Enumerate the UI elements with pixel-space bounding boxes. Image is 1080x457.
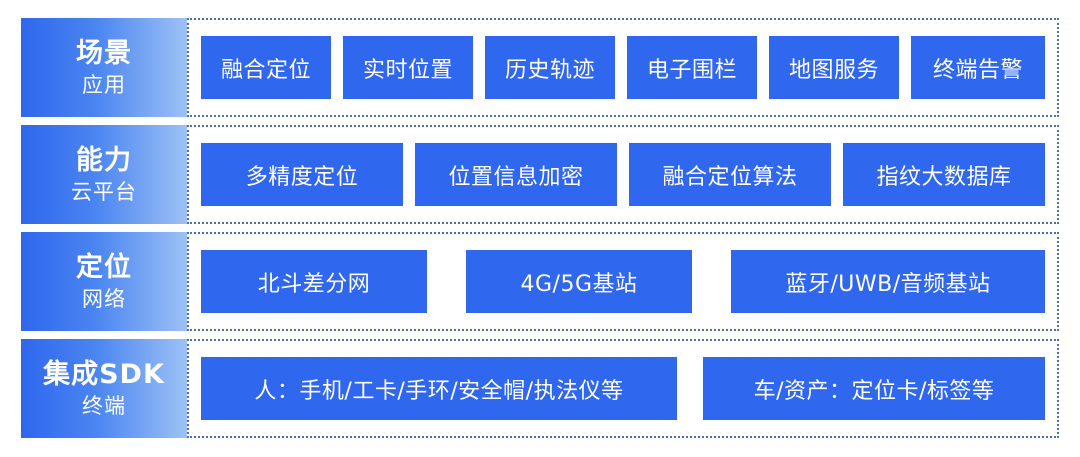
capability-box: 北斗差分网: [201, 250, 427, 313]
layer-title: 场景: [76, 37, 132, 69]
capability-box: 车/资产：定位卡/标签等: [703, 357, 1045, 420]
capability-box: 历史轨迹: [485, 36, 615, 99]
layer-subtitle: 终端: [82, 393, 126, 418]
capability-box: 融合定位算法: [629, 143, 831, 206]
capability-box: 多精度定位: [201, 143, 403, 206]
capability-box: 蓝牙/UWB/音频基站: [731, 250, 1045, 313]
layer-subtitle: 网络: [82, 286, 126, 311]
layer-title: 定位: [76, 251, 132, 283]
capability-box: 人：手机/工卡/手环/安全帽/执法仪等: [201, 357, 677, 420]
capability-box: 位置信息加密: [415, 143, 617, 206]
capability-box: 实时位置: [343, 36, 473, 99]
layer-subtitle: 云平台: [71, 179, 137, 204]
layer-positioning-network: 定位 网络 北斗差分网 4G/5G基站 蓝牙/UWB/音频基站: [21, 232, 1059, 331]
capability-box: 终端告警: [911, 36, 1045, 99]
layer-scenario-application: 场景 应用 融合定位 实时位置 历史轨迹 电子围栏 地图服务 终端告警: [21, 18, 1059, 117]
layer-panel: 融合定位 实时位置 历史轨迹 电子围栏 地图服务 终端告警: [187, 18, 1059, 117]
layer-label: 定位 网络: [21, 232, 187, 331]
layer-panel: 北斗差分网 4G/5G基站 蓝牙/UWB/音频基站: [187, 232, 1059, 331]
layer-label: 集成SDK 终端: [21, 339, 187, 438]
layer-label: 场景 应用: [21, 18, 187, 117]
layer-panel: 人：手机/工卡/手环/安全帽/执法仪等 车/资产：定位卡/标签等: [187, 339, 1059, 438]
capability-box: 电子围栏: [627, 36, 757, 99]
layer-subtitle: 应用: [82, 72, 126, 97]
capability-box: 指纹大数据库: [843, 143, 1045, 206]
layer-title: 能力: [76, 144, 132, 176]
layer-panel: 多精度定位 位置信息加密 融合定位算法 指纹大数据库: [187, 125, 1059, 224]
layer-label: 能力 云平台: [21, 125, 187, 224]
capability-box: 4G/5G基站: [466, 250, 692, 313]
capability-box: 地图服务: [769, 36, 899, 99]
layer-title: 集成SDK: [43, 358, 165, 390]
layer-capability-cloud-platform: 能力 云平台 多精度定位 位置信息加密 融合定位算法 指纹大数据库: [21, 125, 1059, 224]
layer-integrated-sdk-terminal: 集成SDK 终端 人：手机/工卡/手环/安全帽/执法仪等 车/资产：定位卡/标签…: [21, 339, 1059, 438]
capability-box: 融合定位: [201, 36, 331, 99]
